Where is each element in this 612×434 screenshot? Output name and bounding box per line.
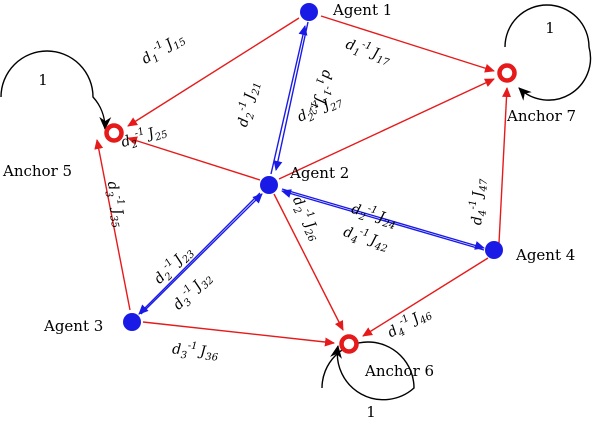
- edge-label-e35: d3-1J35: [101, 180, 130, 230]
- edge-e26: [273, 193, 344, 331]
- edge-e25: [127, 136, 261, 181]
- agent-2-node: [260, 176, 278, 194]
- edge-e42: [281, 189, 485, 251]
- edge-e32: [140, 193, 263, 315]
- edge-label-e24: d2-1J24: [349, 199, 399, 232]
- edge-label-e25: d2-1J25: [119, 120, 170, 154]
- edge-e12: [273, 21, 309, 171]
- edge-label-e17: d1-1J17: [343, 35, 394, 70]
- agent-2-label: Agent 2: [289, 164, 349, 182]
- agent-3-label: Agent 3: [43, 317, 103, 335]
- self-loop-anchor5: [0, 50, 112, 130]
- edge-e15: [127, 17, 300, 127]
- agent-3-node: [123, 313, 141, 331]
- anchor-6-label: Anchor 6: [364, 362, 434, 380]
- agent-4-node: [485, 241, 503, 259]
- edge-label-e46: d4-1J46: [384, 302, 435, 344]
- edge-e36: [142, 321, 335, 347]
- self-loop-anchor7: [504, 4, 592, 101]
- self-loop-label-anchor5: 1: [38, 71, 48, 89]
- anchor-5-label: Anchor 5: [2, 162, 72, 180]
- edge-label-e15: d1-1J15: [138, 28, 189, 70]
- edge-label-e42: d4-1J42: [341, 222, 391, 255]
- edge-e21: [270, 25, 308, 175]
- edge-label-e12: d1-1J12: [306, 68, 337, 118]
- agent-4-label: Agent 4: [515, 246, 575, 264]
- edge-label-e47: d4-1J47: [467, 178, 490, 226]
- edge-e17: [320, 15, 495, 73]
- edge-e27: [278, 78, 495, 180]
- edge-e35: [94, 139, 131, 311]
- edge-e23: [138, 192, 261, 315]
- anchor-7-node: [497, 63, 517, 83]
- anchor-5-node: [104, 123, 124, 143]
- anchor-7-label: Anchor 7: [506, 107, 576, 125]
- edge-e24: [281, 188, 485, 250]
- edge-e46: [362, 257, 489, 337]
- self-loop-label-anchor6: 1: [366, 403, 376, 421]
- self-loop-label-anchor7: 1: [545, 19, 555, 37]
- agent-1-node: [300, 3, 318, 21]
- edge-label-e21: d2-1J21: [233, 79, 264, 129]
- anchor-6-node: [339, 334, 359, 354]
- edge-label-e27: d2-1J27: [294, 89, 346, 128]
- agent-1-label: Agent 1: [332, 1, 392, 19]
- edge-label-e32: d3-1J32: [169, 268, 217, 316]
- edge-e47: [498, 87, 512, 244]
- self-loop-anchor6: [321, 341, 415, 401]
